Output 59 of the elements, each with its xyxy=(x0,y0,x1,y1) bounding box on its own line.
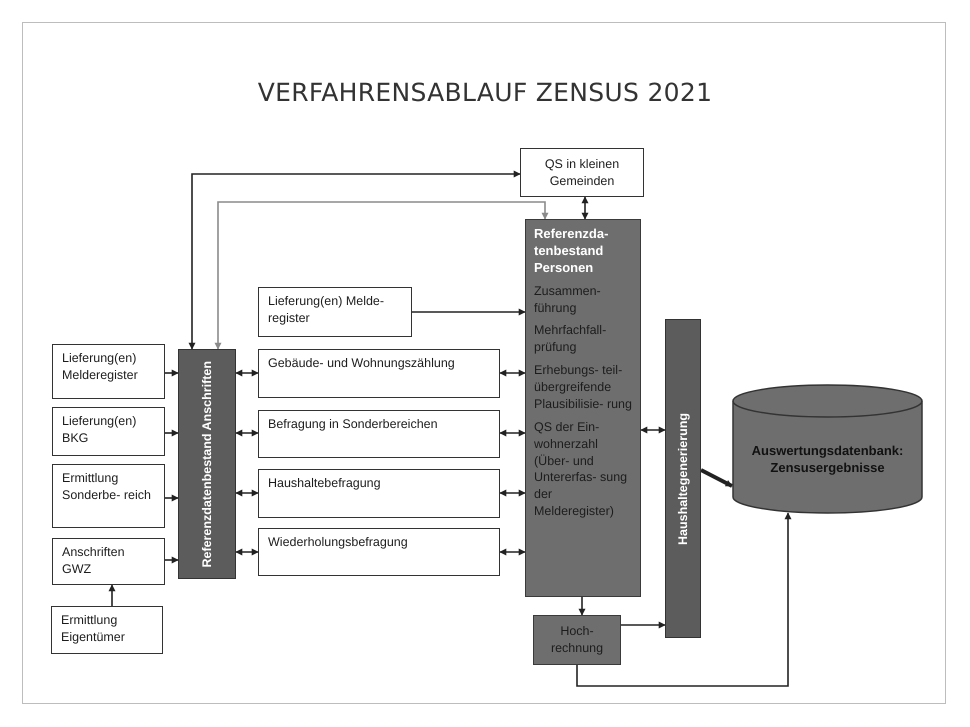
process-box xyxy=(52,464,165,528)
process-box xyxy=(533,615,621,665)
box-label: Erhebungs- teil- übergreifende Plausibilisie- rung xyxy=(534,362,632,413)
arrow xyxy=(578,597,586,616)
box-label: Lieferung(en) Melde- register xyxy=(268,293,386,327)
double-arrow xyxy=(499,490,526,496)
box-label: Wiederholungsbefragung xyxy=(268,534,408,551)
double-arrow xyxy=(235,548,259,556)
box-label: Befragung in Sonderbereichen xyxy=(268,416,438,433)
arrow xyxy=(165,430,179,436)
box-label: QS der Ein- wohnerzahl (Über- und Untererfas- sung der Melderegister) xyxy=(534,418,628,520)
vertical-bar xyxy=(665,319,701,638)
double-arrow xyxy=(235,430,259,436)
vertical-label: Haushaltegenerierung xyxy=(674,412,691,544)
vertical-label: Referenzdatenbestand Anschriften xyxy=(198,360,215,568)
arrow xyxy=(700,468,733,488)
vertical-bar xyxy=(178,349,236,579)
process-box xyxy=(258,287,412,337)
box-label: Ermittlung Sonderbe- reich xyxy=(62,470,152,504)
process-box xyxy=(258,349,500,398)
double-arrow xyxy=(640,426,666,434)
process-box xyxy=(258,469,500,518)
box-label: Lieferung(en) BKG xyxy=(62,413,138,447)
box-heading: Referenzda- tenbestand Personen xyxy=(534,226,610,277)
process-box xyxy=(51,606,163,654)
arrow xyxy=(576,512,792,687)
database-label: Auswertungsdatenbank: Zensusergebnisse xyxy=(750,443,904,477)
process-box xyxy=(525,219,641,597)
database-cylinder xyxy=(732,385,923,513)
arrow xyxy=(165,556,179,564)
box-label: Gebäude- und Wohnungszählung xyxy=(268,355,455,372)
box-label: Anschriften GWZ xyxy=(62,544,126,578)
arrow xyxy=(621,622,666,628)
box-label: QS in kleinen Gemeinden xyxy=(544,156,620,190)
arrow xyxy=(165,494,179,502)
double-arrow xyxy=(235,490,259,496)
process-box xyxy=(52,407,165,456)
double-arrow xyxy=(235,370,259,376)
double-arrow xyxy=(499,430,526,436)
double-arrow xyxy=(582,196,588,220)
process-box xyxy=(52,344,165,399)
box-label: Ermittlung Eigentümer xyxy=(61,612,126,646)
process-box xyxy=(258,528,500,576)
box-label: Mehrfachfall- prüfung xyxy=(534,322,608,356)
double-arrow xyxy=(214,201,548,350)
diagram-title: VERFAHRENSABLAUF ZENSUS 2021 xyxy=(256,78,714,107)
box-label: Lieferung(en) Melderegister xyxy=(62,350,139,384)
process-box xyxy=(258,410,500,458)
double-arrow xyxy=(499,370,526,376)
double-arrow xyxy=(188,170,521,350)
arrow xyxy=(108,584,116,606)
box-label: Haushaltebefragung xyxy=(268,475,381,492)
process-box xyxy=(520,148,644,197)
box-label: Zusammen- führung xyxy=(534,282,602,316)
process-box xyxy=(52,538,165,585)
box-label: Hoch- rechnung xyxy=(550,623,604,657)
arrow xyxy=(412,308,526,316)
double-arrow xyxy=(499,548,526,556)
arrow xyxy=(165,370,179,376)
